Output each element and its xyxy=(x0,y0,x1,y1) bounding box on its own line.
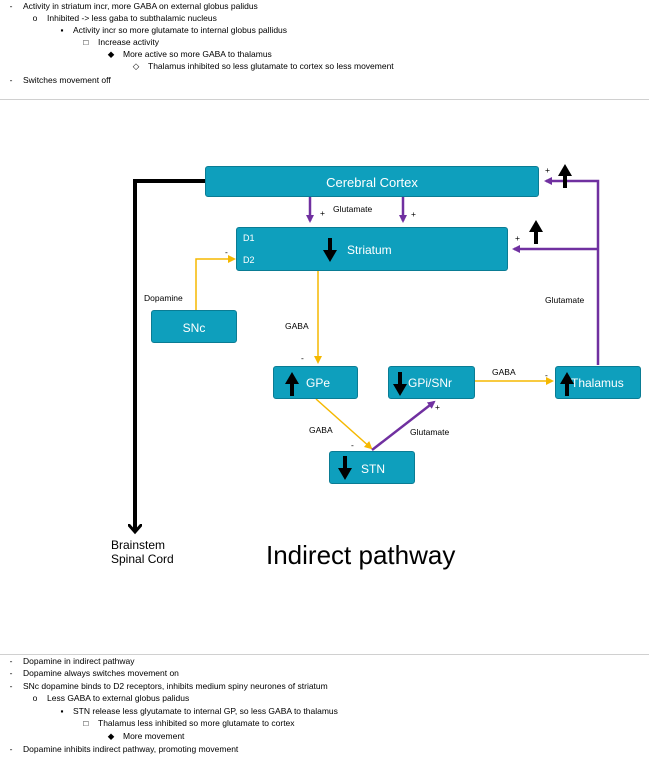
plus-cortex-label: + xyxy=(545,165,550,175)
gpi-box: GPi/SNr xyxy=(388,366,475,399)
minus-stn-label: - xyxy=(351,440,354,450)
diamond-outline-bullet: ◇ xyxy=(132,61,140,71)
note-text: More movement xyxy=(123,731,185,741)
minus-thal-label: - xyxy=(545,370,548,380)
thalamus-box: Thalamus xyxy=(555,366,641,399)
note-text: Activity incr so more glutamate to inter… xyxy=(73,25,288,35)
note-text: More active so more GABA to thalamus xyxy=(123,49,272,59)
note-text: Thalamus inhibited so less glutamate to … xyxy=(148,61,394,71)
minus-d2-label: - xyxy=(225,247,228,257)
thalamus-label: Thalamus xyxy=(571,376,624,390)
note-text: Thalamus less inhibited so more glutamat… xyxy=(98,718,295,728)
gaba-gpi-thal-label: GABA xyxy=(492,367,516,377)
note-text: Dopamine always switches movement on xyxy=(23,668,179,678)
dash-bullet: - xyxy=(9,75,13,85)
box-bullet: □ xyxy=(83,37,89,47)
arrow-down-icon xyxy=(323,238,337,262)
glutamate-top-label: Glutamate xyxy=(333,204,373,214)
glutamate-thal-label: Glutamate xyxy=(545,295,585,305)
note-text: Switches movement off xyxy=(23,75,111,85)
circle-bullet: o xyxy=(32,693,38,703)
separator-bottom xyxy=(0,654,649,655)
d1-label: D1 xyxy=(243,233,255,243)
note-text: Dopamine in indirect pathway xyxy=(23,656,135,666)
arrow-down-icon xyxy=(338,456,352,480)
arrow-up-icon xyxy=(560,372,574,396)
arrow-down-icon xyxy=(393,372,407,396)
note-text: STN release less glyutamate to internal … xyxy=(73,706,338,716)
square-bullet: ▪ xyxy=(60,25,64,35)
note-text: Activity in striatum incr, more GABA on … xyxy=(23,1,258,11)
snc-box: SNc xyxy=(151,310,237,343)
cortex-label: Cerebral Cortex xyxy=(326,175,418,190)
diagram-title: Indirect pathway xyxy=(266,540,456,570)
arrow-stn-gpi xyxy=(371,400,436,451)
gpe-box: GPe xyxy=(273,366,358,399)
note-text: Dopamine inhibits indirect pathway, prom… xyxy=(23,744,239,754)
plus-striatum-label: + xyxy=(515,233,520,243)
arrow-up-icon xyxy=(529,220,543,244)
gaba-striatum-label: GABA xyxy=(285,321,309,331)
arrow-gpe-stn xyxy=(315,398,373,450)
minus-gpe-label: - xyxy=(301,353,304,363)
dash-bullet: - xyxy=(9,668,13,678)
plus-right-label: + xyxy=(411,209,416,219)
arrow-up-icon xyxy=(558,164,572,188)
d2-label: D2 xyxy=(243,255,255,265)
gpe-label: GPe xyxy=(306,376,331,390)
dash-bullet: - xyxy=(9,1,13,11)
box-bullet: □ xyxy=(83,718,89,728)
arrow-snc-d2 xyxy=(195,255,236,310)
arrow-cortex-brainstem xyxy=(135,179,205,532)
dopamine-label: Dopamine xyxy=(144,293,183,303)
circle-bullet: o xyxy=(32,13,38,23)
brainstem-label: Brainstem xyxy=(111,538,166,552)
note-text: Increase activity xyxy=(98,37,159,47)
note-text: Inhibited -> less gaba to subthalamic nu… xyxy=(47,13,217,23)
gpi-label: GPi/SNr xyxy=(408,376,453,390)
note-text: SNc dopamine binds to D2 receptors, inhi… xyxy=(23,681,328,691)
arrow-up-icon xyxy=(285,372,299,396)
diamond-bullet: ◆ xyxy=(107,731,115,741)
dash-bullet: - xyxy=(9,744,13,754)
spinal-cord-label: Spinal Cord xyxy=(111,552,174,566)
snc-label: SNc xyxy=(182,321,206,335)
cortex-box: Cerebral Cortex xyxy=(205,166,539,197)
plus-gpi-label: + xyxy=(435,402,440,412)
striatum-box: D1 D2 Striatum xyxy=(236,227,508,271)
stn-box: STN xyxy=(329,451,415,484)
separator-top xyxy=(0,99,649,100)
stn-label: STN xyxy=(361,462,385,476)
glutamate-stn-label: Glutamate xyxy=(410,427,450,437)
striatum-label: Striatum xyxy=(347,243,392,257)
dash-bullet: - xyxy=(9,681,13,691)
diamond-bullet: ◆ xyxy=(107,49,115,59)
plus-left-label: + xyxy=(320,208,325,218)
note-text: Less GABA to external globus palidus xyxy=(47,693,190,703)
square-bullet: ▪ xyxy=(60,706,64,716)
dash-bullet: - xyxy=(9,656,13,666)
arrow-thalamus-cortex xyxy=(544,177,600,365)
gaba-gpe-stn-label: GABA xyxy=(309,425,333,435)
